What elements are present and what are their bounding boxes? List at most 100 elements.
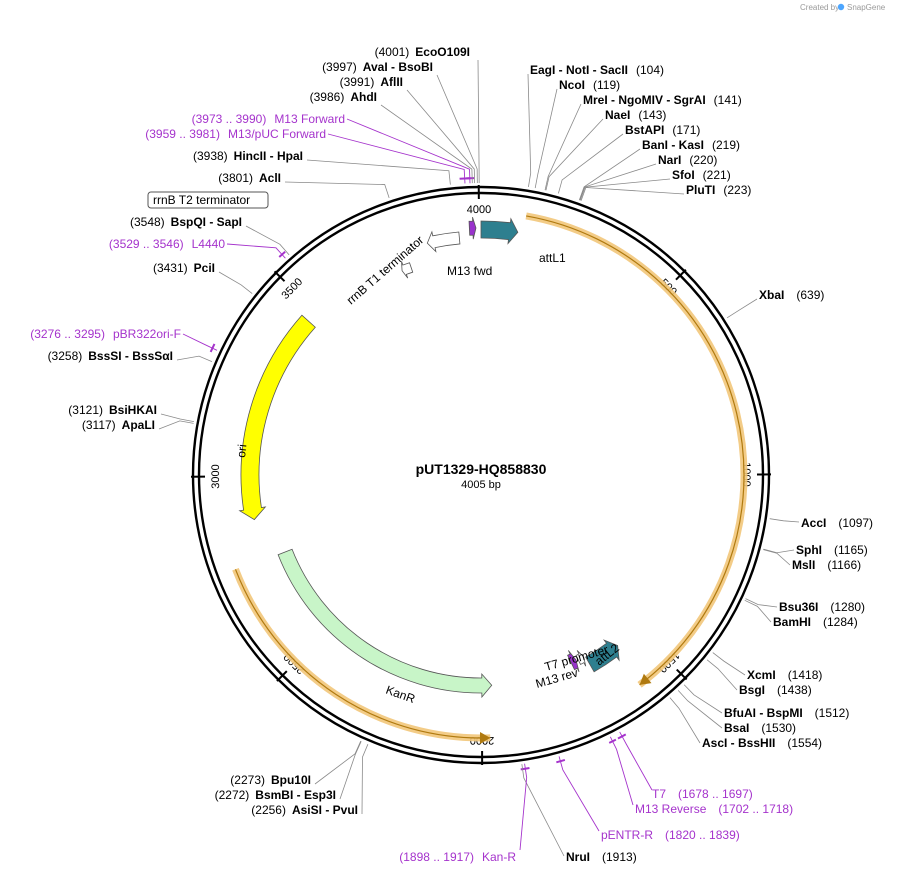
site-connector bbox=[314, 740, 362, 785]
site-connector bbox=[745, 598, 778, 608]
site-connector bbox=[284, 181, 390, 198]
watermark-created-by: Created by bbox=[800, 3, 839, 12]
site-connector bbox=[677, 690, 723, 729]
site-name-ecoo109i: EcoO109I bbox=[415, 45, 470, 59]
site-connector bbox=[744, 599, 772, 623]
orf-line bbox=[526, 215, 745, 686]
site-name-bsmbi: BsmBI - Esp3I bbox=[255, 788, 336, 802]
feature-label-m13-fwd: M13 fwd bbox=[447, 264, 492, 278]
feature-label-ori: ori bbox=[234, 444, 249, 459]
site-pos-ahdi: (3986) bbox=[310, 90, 345, 104]
svg-text:EagI - NotI - SacII(104): EagI - NotI - SacII (104) bbox=[530, 63, 664, 77]
svg-text:(3431)PciI: (3431)PciI bbox=[153, 261, 215, 275]
site-pos-mrei: (141) bbox=[714, 93, 742, 107]
site-pos-ecoo109i: (4001) bbox=[375, 45, 410, 59]
site-connector bbox=[558, 133, 624, 194]
site-pos-bfuai: (1512) bbox=[815, 706, 850, 720]
site-name-bsai: BsaI bbox=[724, 721, 749, 735]
site-connector bbox=[579, 163, 657, 201]
site-connector bbox=[158, 420, 194, 430]
site-connector bbox=[763, 549, 791, 566]
svg-text:AccI(1097): AccI(1097) bbox=[801, 516, 873, 530]
site-name-pluti: PluTI bbox=[686, 183, 715, 197]
primer-name-kan-r: Kan-R bbox=[482, 850, 516, 864]
site-connector bbox=[477, 59, 480, 184]
primer-name-pbr322ori-f: pBR322ori-F bbox=[113, 327, 181, 341]
svg-text:pENTR-R(1820 .. 1839): pENTR-R (1820 .. 1839) bbox=[601, 828, 740, 842]
plasmid-length: 4005 bp bbox=[461, 479, 501, 491]
site-connector bbox=[176, 355, 213, 362]
site-pos-acci: (1097) bbox=[838, 516, 873, 530]
site-pos-nari: (220) bbox=[689, 153, 717, 167]
site-name-eagi: EagI - NotI - SacII bbox=[530, 63, 628, 77]
rrnb-t2-label-frame bbox=[147, 191, 269, 209]
site-name-bspqi: BspQI - SapI bbox=[171, 215, 242, 229]
ruler-label: 3000 bbox=[210, 464, 222, 489]
site-connector bbox=[406, 89, 475, 184]
primer-pos-m13-reverse: (1702 .. 1718) bbox=[718, 802, 793, 816]
svg-text:NcoI(119): NcoI(119) bbox=[559, 78, 620, 92]
svg-text:(2272)BsmBI - Esp3I: (2272) BsmBI - Esp3I bbox=[215, 788, 336, 802]
orf-arcs bbox=[232, 212, 748, 744]
site-connector bbox=[669, 697, 701, 744]
site-pos-bani: (219) bbox=[712, 138, 740, 152]
primer-name-l4440: L4440 bbox=[192, 237, 226, 251]
primer-name-pentr-r: pENTR-R bbox=[601, 828, 653, 842]
site-connector bbox=[519, 763, 528, 851]
svg-text:(2273)Bpu10I: (2273)Bpu10I bbox=[230, 773, 311, 787]
ruler-tick bbox=[273, 270, 286, 282]
site-connector bbox=[436, 74, 478, 184]
svg-text:(3973 .. 3990)M13 Forward: (3973 .. 3990) M13 Forward bbox=[192, 112, 345, 126]
site-pos-acli: (3801) bbox=[218, 171, 253, 185]
primer-pos-l4440: (3529 .. 3546) bbox=[109, 237, 184, 251]
snapgene-watermark: Created by SnapGene bbox=[800, 3, 886, 12]
site-name-sphi: SphI bbox=[796, 543, 822, 557]
svg-text:NarI(220): NarI (220) bbox=[658, 153, 717, 167]
site-pos-bsgi: (1438) bbox=[777, 683, 812, 697]
site-pos-aflii: (3991) bbox=[340, 75, 375, 89]
site-connector bbox=[580, 187, 685, 201]
primer-pos-pbr322ori-f: (3276 .. 3295) bbox=[30, 327, 105, 341]
site-connector bbox=[339, 741, 362, 800]
ruler-tick bbox=[276, 670, 288, 682]
feature-arrow-rrnbt1 bbox=[426, 230, 461, 253]
primer-pos-m13-forward: (3973 .. 3990) bbox=[192, 112, 267, 126]
feature-arrow-attL1 bbox=[480, 217, 519, 245]
site-name-mrei: MreI - NgoMIV - SgrAI bbox=[583, 93, 706, 107]
svg-text:(3529 .. 3546)L4440: (3529 .. 3546) L4440 bbox=[109, 237, 225, 251]
site-name-pcii: PciI bbox=[194, 261, 215, 275]
primer-labels: (3973 .. 3990)M13 Forward (3959 .. 3981)… bbox=[30, 112, 793, 864]
site-name-bsihkai: BsiHKAI bbox=[109, 403, 157, 417]
site-connector bbox=[226, 243, 286, 259]
site-pos-msli: (1166) bbox=[827, 558, 861, 572]
site-connector bbox=[361, 744, 369, 815]
svg-text:(3548)BspQI - SapI: (3548)BspQI - SapI bbox=[130, 215, 242, 229]
site-pos-xbai: (639) bbox=[796, 288, 824, 302]
site-connector bbox=[763, 548, 795, 554]
orf-line bbox=[234, 569, 491, 739]
site-pos-sfoi: (221) bbox=[703, 168, 731, 182]
site-pos-bstapi: (171) bbox=[672, 123, 700, 137]
site-pos-hincii: (3938) bbox=[193, 149, 228, 163]
snapgene-logo-icon bbox=[837, 3, 845, 11]
feature-arrow-kanr bbox=[277, 548, 493, 699]
svg-text:(3938)HincII - HpaI: (3938)HincII - HpaI bbox=[193, 149, 303, 163]
site-pos-eagi: (104) bbox=[636, 63, 664, 77]
site-name-nari: NarI bbox=[658, 153, 681, 167]
svg-text:NaeI(143): NaeI(143) bbox=[605, 108, 666, 122]
site-connector bbox=[245, 225, 290, 256]
site-pos-ncoi: (119) bbox=[593, 78, 620, 92]
feature-label-rrnb-t1: rrnB T1 terminator bbox=[344, 233, 427, 307]
primer-name-m13-forward: M13 Forward bbox=[274, 112, 345, 126]
site-pos-bsu36i: (1280) bbox=[830, 600, 865, 614]
feature-arrow-m13fwd bbox=[468, 217, 477, 240]
site-connector bbox=[609, 736, 634, 806]
svg-text:XcmI(1418): XcmI(1418) bbox=[747, 668, 822, 682]
site-pos-bsmbi: (2272) bbox=[215, 788, 250, 802]
site-connector bbox=[558, 756, 600, 832]
site-pos-naei: (143) bbox=[638, 108, 666, 122]
svg-text:BfuAI - BspMI(1512): BfuAI - BspMI(1512) bbox=[724, 706, 849, 720]
site-connector bbox=[706, 659, 738, 691]
feature-arrow-m13rev bbox=[567, 650, 580, 673]
primer-pos-pentr-r: (1820 .. 1839) bbox=[665, 828, 740, 842]
